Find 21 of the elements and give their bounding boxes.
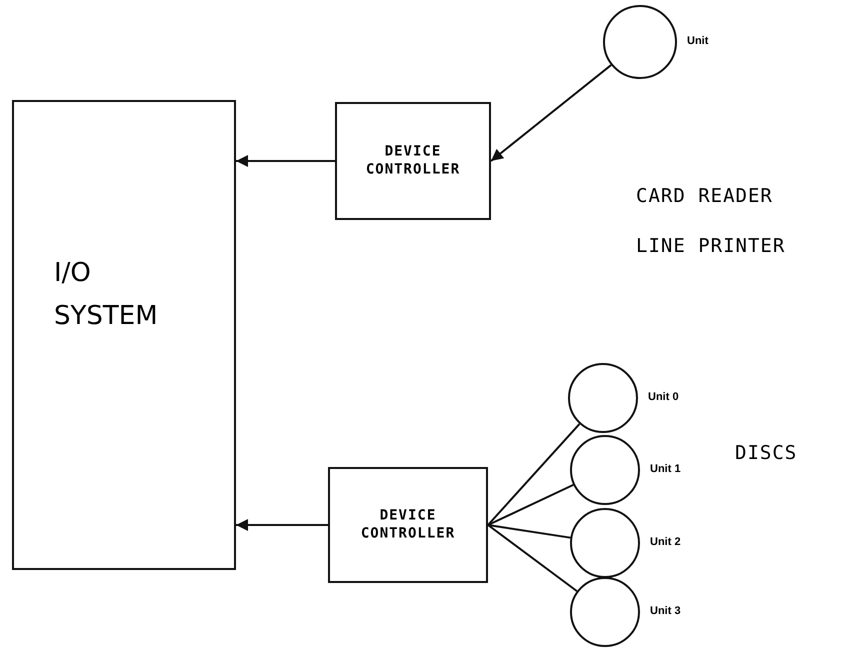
connector-line [488,484,574,526]
unit-label: Unit 2 [650,536,681,548]
connector-line [487,423,580,526]
system-box [12,100,236,570]
controller-box [335,102,491,220]
arrow [236,519,328,531]
controller-box [328,467,488,583]
controller-label: DEVICE CONTROLLER [360,508,456,542]
system-label: I/O SYSTEM [54,257,159,333]
controller-label: DEVICE CONTROLLER [364,144,462,178]
connector-line [488,524,571,539]
arrow [236,155,335,167]
unit-label: Unit 1 [650,463,681,475]
unit-label: Unit 3 [650,605,681,617]
device-label: LINE PRINTER [636,235,786,257]
unit-label: Unit 0 [648,391,679,403]
device-label: CARD READER [636,185,773,207]
unit-label: Unit [687,35,708,47]
connector-line [487,524,578,592]
arrow [490,64,612,162]
device-label: DISCS [735,442,798,464]
